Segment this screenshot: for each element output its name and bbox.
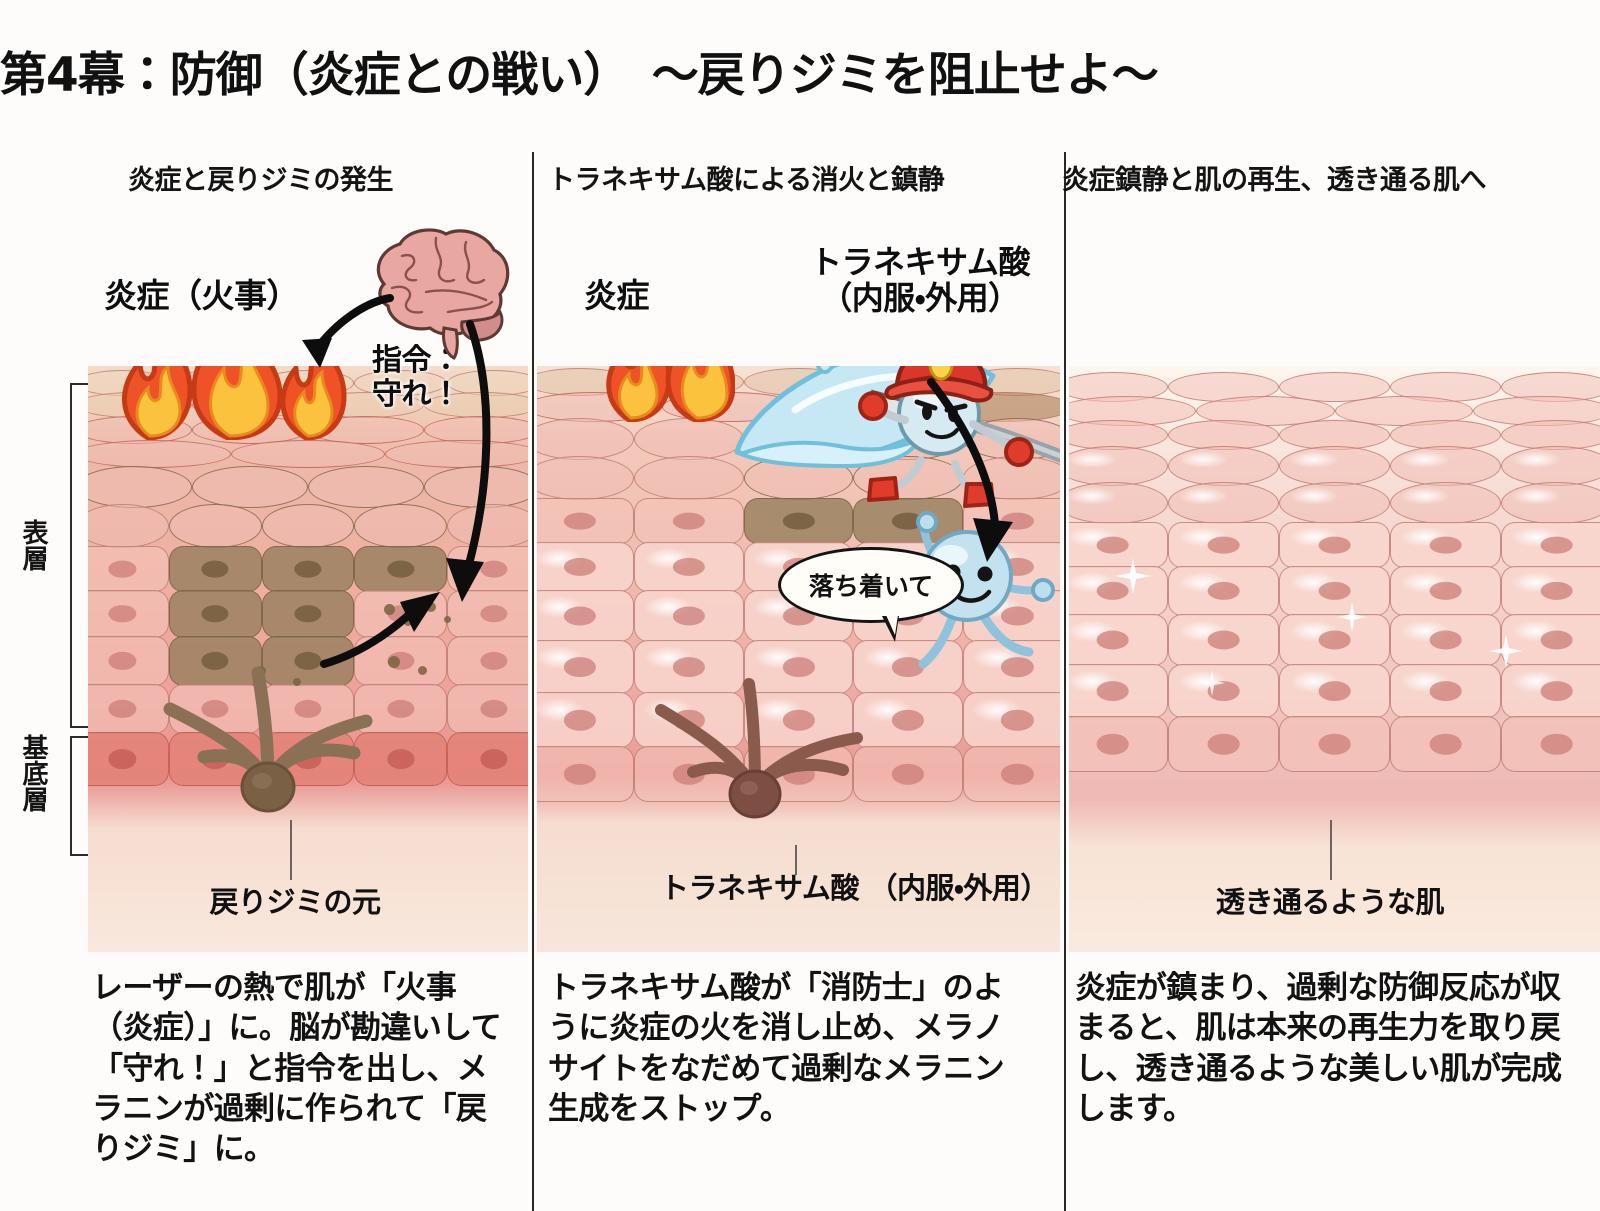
sparkle-icon [1489, 634, 1523, 668]
glove-icon [858, 391, 888, 421]
cell-row-basal [537, 746, 1060, 802]
column-header-clear-skin: 炎症鎮静と肌の再生、透き通る肌へ [1062, 165, 1487, 196]
brain-icon [376, 228, 510, 360]
panel-divider-1 [532, 152, 534, 1211]
caption-clear-skin: 炎症が鎮まり、過剰な防御反応が収まると、肌は本来の再生力を取り戻し、透き通るよう… [1075, 970, 1562, 1127]
callout-tranexamic-acid: トラネキサム酸 （内服・外用） [660, 871, 1049, 905]
cell-row-spinosum [1069, 522, 1600, 568]
arrow-icon [927, 378, 1013, 562]
caption-tranexamic: トラネキサム酸が「消防士」のように炎症の火を消し止め、メラノサイトをなだめて過剰… [548, 970, 1005, 1127]
melanin-granule [444, 616, 451, 623]
sparkle-icon [1199, 670, 1225, 696]
cell-row-calm [537, 640, 1060, 694]
glove-icon [1004, 437, 1034, 467]
cell-row-residual-pigment [537, 498, 1060, 544]
arrow-icon [302, 294, 394, 368]
melanin-granule [426, 602, 436, 612]
melanin-granule [388, 656, 400, 668]
cell-row-spinosum [88, 636, 528, 686]
layer-label-epidermis-text: 表層 [18, 519, 48, 571]
melanin-granule [404, 618, 412, 626]
callout-melanin-origin: 戻りジミの元 [209, 885, 381, 919]
column-header-tranexamic: トラネキサム酸による消火と鎮静 [548, 165, 945, 196]
callout-leader-line [795, 845, 798, 875]
layer-label-basal-text: 基底層 [18, 734, 48, 812]
cell-row-spinosum [1069, 566, 1600, 616]
caption-inflammation: レーザーの熱で肌が「火事（炎症）」に。脳が勘違いして「守れ！」と指令を出し、メラ… [92, 970, 502, 1168]
water-droplet [815, 366, 835, 374]
column-header-inflammation: 炎症と戻りジミの発生 [128, 165, 394, 196]
bracket-epidermis [70, 383, 88, 728]
page-title: 第4幕：防御（炎症との戦い） 〜戻りジミを阻止せよ〜 [0, 48, 1159, 103]
melanin-granule [293, 678, 301, 686]
melanin-granule [256, 666, 266, 676]
cell-row-granulosum [1069, 482, 1600, 524]
cell-row-spinosum [88, 684, 528, 734]
callout-clear-skin: 透き通るような肌 [1215, 885, 1445, 919]
cell-row-basal [1069, 664, 1600, 718]
cell-row-pigmented [88, 590, 528, 638]
label-inflammation: 炎症 [584, 276, 650, 315]
panel-tranexamic-art [537, 366, 1060, 952]
layer-label-epidermis: 表層 [16, 519, 50, 576]
label-tranexamic-acid: トラネキサム酸 （内服・外用） [810, 243, 1030, 317]
cell-row-granulosum [1069, 446, 1600, 486]
label-inflammation-fire: 炎症（火事） [104, 276, 300, 315]
cell-row-stratum-corneum [1069, 420, 1600, 450]
layer-label-basal: 基底層 [16, 734, 50, 817]
cell-row-inflamed [88, 440, 528, 468]
cell-row-pigmented [88, 466, 528, 508]
flame-icon [122, 366, 347, 440]
flame-icon [606, 366, 735, 422]
sparkle-icon [1337, 602, 1367, 632]
speech-bubble-tail [881, 615, 899, 642]
melanin-granule [418, 666, 427, 675]
arrow-icon [446, 320, 491, 602]
firefighter-icon [858, 366, 1060, 508]
cell-row-basal [1069, 716, 1600, 772]
panel-clear-skin-art [1069, 366, 1600, 952]
bracket-basal [70, 736, 88, 856]
melanin-granule [384, 604, 395, 615]
speech-bubble-calm-down: 落ち着いて [778, 547, 964, 642]
arrow-icon [320, 592, 440, 668]
cell-row-basal [88, 732, 528, 786]
cell-row-basal [537, 692, 1060, 748]
callout-leader-line [1330, 820, 1333, 880]
speech-bubble-text: 落ち着いて [808, 572, 934, 601]
cell-row-spinosum [1069, 614, 1600, 666]
panel-divider-2 [1064, 152, 1066, 1211]
cell-row-pigmented [88, 504, 528, 548]
callout-leader-line [290, 820, 293, 880]
sparkle-icon [1115, 558, 1151, 594]
